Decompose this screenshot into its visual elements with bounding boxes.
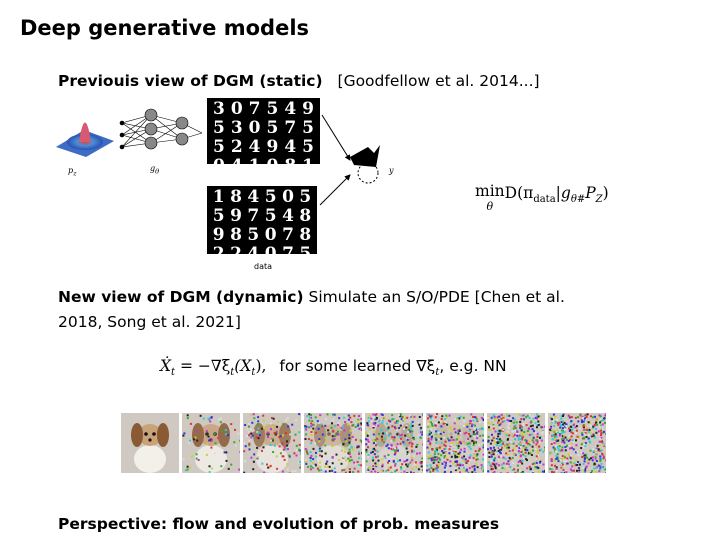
diffusion-frame (182, 413, 240, 473)
diffusion-strip (121, 413, 606, 473)
generated-digit: 8 (284, 156, 297, 176)
real-digit: 9 (212, 225, 225, 245)
real-digit: 0 (264, 225, 277, 245)
real-digit: 9 (230, 206, 242, 226)
objective-formula: min θ D(πdata|gθ#PZ) (475, 182, 609, 213)
generated-digit: 4 (230, 156, 243, 176)
diffusion-frame (304, 413, 362, 473)
diffusion-frame (487, 413, 545, 473)
dynamic-heading: New view of DGM (dynamic) (58, 288, 304, 306)
generated-digit: 0 (212, 156, 225, 176)
diffusion-frame (548, 413, 606, 473)
generated-digit: 0 (230, 99, 243, 119)
diffusion-frame (121, 413, 179, 473)
generated-digit: 4 (248, 137, 261, 157)
real-digit: 5 (264, 206, 277, 226)
generated-digit: 9 (266, 137, 279, 157)
real-digit: 1 (212, 187, 225, 207)
g-label: gθ (150, 164, 160, 176)
arrow-bottom (319, 174, 351, 206)
generated-digit: 5 (302, 118, 314, 138)
real-digit: 8 (299, 225, 312, 245)
real-digit: 7 (282, 225, 294, 245)
diffusion-frame (243, 413, 301, 473)
generated-digit: 5 (266, 99, 279, 119)
gan-diagram (56, 108, 380, 206)
real-digit: 0 (282, 187, 294, 207)
dynamic-text-2: 2018, Song et al. 2021] (58, 313, 241, 331)
static-heading-line: Previouis view of DGM (static) [Goodfell… (58, 72, 540, 90)
arrow-top (321, 114, 351, 161)
data-label: data (254, 262, 273, 271)
neural-network-icon (119, 108, 203, 150)
discriminator-icon (350, 145, 380, 184)
generated-digit: 4 (284, 137, 297, 157)
real-digit: 5 (247, 225, 260, 245)
generated-digit: 5 (212, 137, 225, 157)
diffusion-frame (426, 413, 484, 473)
y-label: y (389, 166, 394, 175)
slide-title: Deep generative models (20, 16, 310, 40)
dynamics-equation: Ẋt = −∇ξt(Xt), for some learned ∇ξt, e.g… (160, 357, 507, 379)
real-digit: 8 (299, 206, 312, 226)
real-digit: 4 (247, 187, 260, 207)
real-digit: 4 (247, 244, 260, 264)
generated-digit: 4 (284, 99, 297, 119)
generated-digit: 3 (212, 99, 225, 119)
real-digit: 5 (299, 244, 312, 264)
real-digit: 2 (212, 244, 225, 264)
generated-digit: 7 (248, 99, 261, 119)
real-digit: 8 (230, 225, 242, 245)
generated-digit: 5 (266, 118, 279, 138)
generated-digit: 3 (230, 118, 243, 138)
real-digit: 5 (264, 187, 277, 207)
diffusion-frame (365, 413, 423, 473)
static-citation: [Goodfellow et al. 2014...] (337, 72, 540, 90)
real-digit: 0 (264, 244, 277, 264)
pz-label: pz (68, 166, 77, 178)
perspective-text: Perspective: flow and evolution of prob.… (58, 515, 500, 533)
real-digit: 5 (212, 206, 225, 226)
static-heading: Previouis view of DGM (static) (58, 72, 323, 90)
real-digit: 4 (282, 206, 294, 226)
generated-digit: 1 (302, 156, 314, 176)
dynamic-text-1: Simulate an S/O/PDE [Chen et al. (308, 288, 565, 306)
real-digit: 5 (299, 187, 312, 207)
real-digit: 7 (282, 244, 294, 264)
generated-digit: 0 (248, 118, 261, 138)
generated-digit: 5 (302, 137, 314, 157)
generated-digit: 2 (230, 137, 243, 157)
generated-digit: 9 (302, 99, 314, 119)
real-digit: 8 (230, 187, 242, 207)
generated-digit: 0 (266, 156, 279, 176)
real-digit: 7 (247, 206, 260, 226)
generated-digit: 7 (284, 118, 297, 138)
dynamic-paragraph: New view of DGM (dynamic) Simulate an S/… (58, 285, 565, 335)
real-digit: 2 (230, 244, 242, 264)
generated-digit: 5 (212, 118, 225, 138)
generated-digit: 1 (248, 156, 261, 176)
gaussian-surface-icon (56, 122, 114, 157)
